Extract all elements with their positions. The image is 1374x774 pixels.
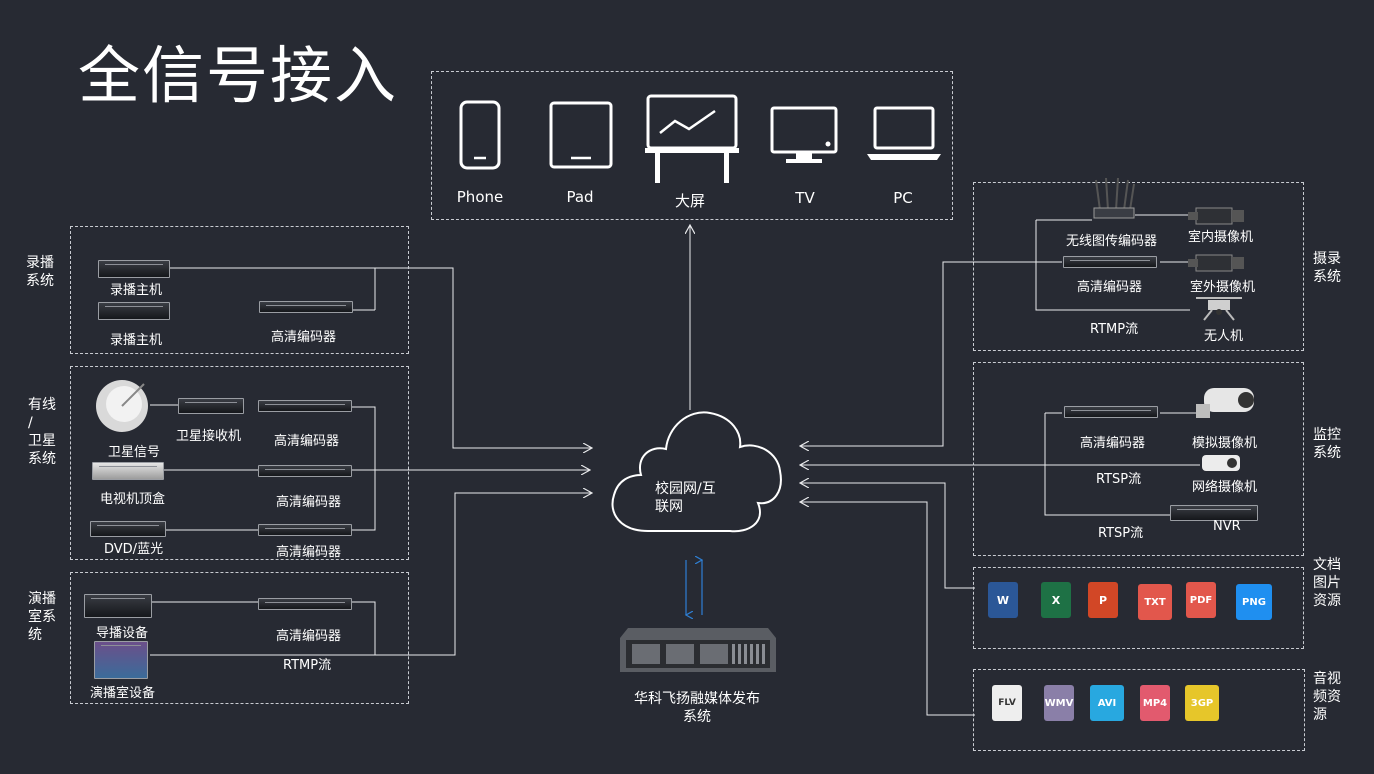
phone-icon [459,100,501,170]
docs-panel [973,567,1304,649]
cloud-label-line1: 校园网/互 [655,481,716,497]
monitor-panel [973,362,1304,556]
flv-file-icon: FLV [992,685,1022,721]
cable-system-title: 有线 / 卫星 系统 [28,397,56,467]
tv-icon [770,106,838,163]
encoder-device [259,301,353,313]
drone-label: 无人机 [1204,329,1244,344]
3gp-file-icon: 3GP [1185,685,1219,721]
recording-host-device [98,260,170,278]
big-screen-icon [645,94,739,183]
wmv-file-icon: WMV [1044,685,1074,721]
recording-encoder-label: 高清编码器 [271,330,337,345]
analog-camera-label: 模拟摄像机 [1192,436,1258,451]
encoder-device [258,465,352,477]
video-switcher-device [84,594,152,618]
studio-encoder-label: 高清编码器 [276,629,342,644]
avi-file-icon: AVI [1090,685,1124,721]
satellite-receiver-device [178,398,244,414]
cloud-label-line2: 联网 [655,499,683,515]
wireless-encoder-icon [1093,178,1135,219]
png-file-icon: PNG [1236,584,1272,620]
satellite-receiver-label: 卫星接收机 [176,429,242,444]
recording-host-device [98,302,170,320]
camera-icon [1188,207,1244,225]
terminal-bigscreen-label: 大屏 [674,192,706,210]
indoor-camera-label: 室内摄像机 [1188,230,1254,245]
cloud-icon [611,411,782,533]
txt-file-icon: TXT [1138,584,1172,620]
capture-encoder-label: 高清编码器 [1077,280,1143,295]
dvd-label: DVD/蓝光 [104,542,164,557]
capture-panel [973,182,1304,351]
cable-panel [70,366,409,560]
cable-encoder1-label: 高清编码器 [274,434,340,449]
server-icon [620,628,776,672]
settop-box-label: 电视机顶盒 [100,492,166,507]
nvr-device [1170,505,1258,521]
encoder-device [1063,256,1157,268]
server-label-line1: 华科飞扬融媒体发布 [634,691,760,707]
excel-file-icon: X [1041,582,1071,618]
media-title: 音视 频资 源 [1313,671,1341,723]
terminal-pad-label: Pad [566,188,594,206]
recording-host2-label: 录播主机 [110,333,163,348]
docs-title: 文档 图片 资源 [1313,557,1341,609]
outdoor-camera-label: 室外摄像机 [1190,280,1256,295]
cable-encoder2-label: 高清编码器 [276,495,342,510]
terminal-tv-label: TV [795,189,815,207]
satellite-label: 卫星信号 [108,445,161,460]
dvd-player-device [90,521,166,537]
network-camera-icon [1202,455,1240,471]
monitor-encoder-label: 高清编码器 [1080,436,1146,451]
encoder-device [258,400,352,412]
page-title: 全信号接入 [78,39,399,112]
studio-rtmp-label: RTMP流 [283,658,332,673]
studio-system-title: 演播 室系 统 [28,591,56,643]
recording-system-title: 录播 系统 [26,255,54,289]
recording-panel [70,226,409,354]
tablet-icon [549,101,613,169]
capture-system-title: 摄录 系统 [1313,251,1341,285]
nvr-label: NVR [1213,519,1241,534]
drone-icon [1196,297,1242,321]
recording-host1-label: 录播主机 [110,283,163,298]
studio-console-device [94,641,148,679]
wireless-encoder-label: 无线图传编码器 [1066,234,1158,249]
encoder-device [258,598,352,610]
terminals-panel [431,71,953,220]
monitor-rtsp2-label: RTSP流 [1098,526,1144,541]
cable-encoder3-label: 高清编码器 [276,545,342,560]
laptop-icon [867,106,941,160]
studio-device-label: 演播室设备 [90,686,156,701]
terminal-phone-label: Phone [456,188,504,206]
pdf-file-icon: PDF [1186,582,1216,618]
bullet-camera-icon [1196,388,1254,418]
camera-icon [1188,254,1244,272]
satellite-dish-icon [96,380,148,432]
mp4-file-icon: MP4 [1140,685,1170,721]
terminal-pc-label: PC [893,189,913,207]
monitor-rtsp1-label: RTSP流 [1096,472,1142,487]
encoder-device [1064,406,1158,418]
encoder-device [258,524,352,536]
studio-panel [70,572,409,704]
settop-box-device [92,462,164,480]
powerpoint-file-icon: P [1088,582,1118,618]
network-camera-label: 网络摄像机 [1192,480,1258,495]
monitor-system-title: 监控 系统 [1313,427,1341,461]
capture-rtmp-label: RTMP流 [1090,322,1139,337]
word-file-icon: W [988,582,1018,618]
media-panel [973,669,1305,751]
switcher-label: 导播设备 [96,626,149,641]
server-label-line2: 系统 [683,709,711,725]
